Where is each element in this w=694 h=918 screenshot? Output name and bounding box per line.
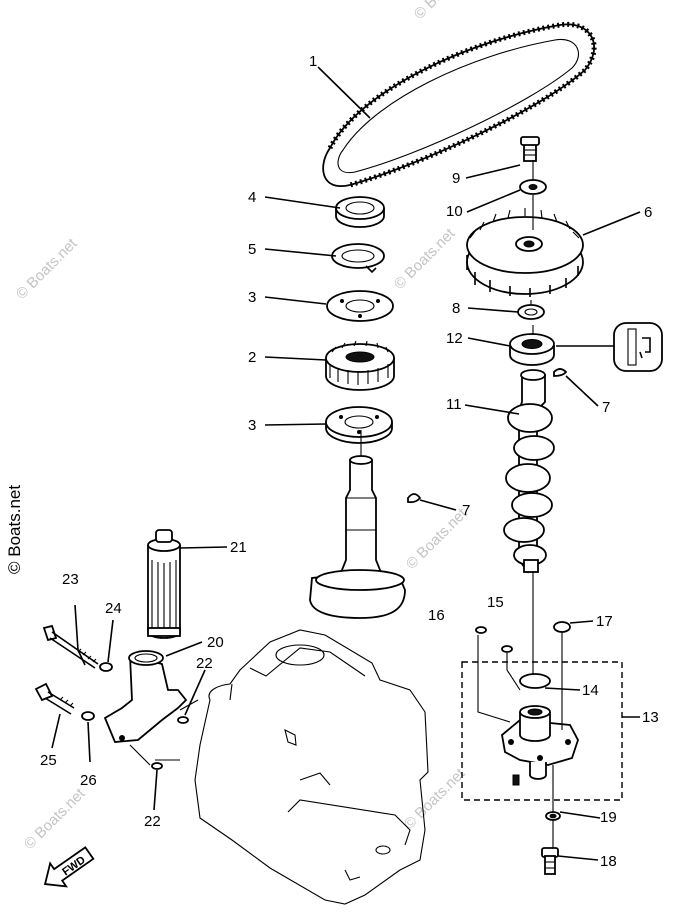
oil-pipe-20 — [103, 650, 188, 743]
callout-3-lower: 3 — [248, 417, 256, 434]
crankcase-housing — [194, 629, 429, 905]
callout-10: 10 — [446, 203, 463, 220]
watermark-5: © Boats.net — [401, 765, 469, 833]
callout-22-upper: 22 — [196, 655, 213, 672]
o-ring-16 — [475, 626, 487, 634]
plate-5 — [331, 243, 385, 274]
key-7-camshaft — [553, 368, 568, 377]
callout-18: 18 — [600, 853, 617, 870]
callout-12: 12 — [446, 330, 463, 347]
callout-26: 26 — [80, 772, 97, 789]
callout-4: 4 — [248, 189, 256, 206]
o-ring-14 — [519, 673, 551, 689]
bolt-18 — [541, 847, 559, 875]
callout-2: 2 — [248, 349, 256, 366]
timing-belt — [322, 21, 597, 188]
crankshaft — [309, 455, 406, 619]
callout-13: 13 — [642, 709, 659, 726]
leader-lines — [51, 66, 641, 861]
callout-24: 24 — [105, 600, 122, 617]
callout-19: 19 — [600, 809, 617, 826]
watermark-2: © Boats.net — [391, 225, 459, 293]
o-ring-22-lower — [151, 762, 163, 770]
bolt-9 — [520, 136, 540, 162]
bolt-25 — [34, 682, 75, 715]
callout-7-crankshaft: 7 — [462, 502, 470, 519]
plate-3-lower — [325, 406, 393, 444]
callout-21: 21 — [230, 539, 247, 556]
camshaft-pulley-6 — [466, 208, 584, 297]
callout-5: 5 — [248, 241, 256, 258]
oil-pump-body — [501, 705, 579, 786]
callout-3-upper: 3 — [248, 289, 256, 306]
callout-14: 14 — [582, 682, 599, 699]
o-ring-22-upper — [177, 716, 189, 724]
watermark-6: © Boats.net — [411, 0, 479, 23]
callout-7-camshaft: 7 — [602, 399, 610, 416]
watermark-1: © Boats.net — [13, 235, 81, 303]
callout-22-lower: 22 — [144, 813, 161, 830]
watermark-7: © Boats.net — [5, 485, 24, 574]
camshaft-11 — [503, 369, 555, 574]
callout-20: 20 — [207, 634, 224, 651]
callout-23: 23 — [62, 571, 79, 588]
callout-8: 8 — [452, 300, 460, 317]
washer-8 — [517, 304, 545, 320]
washer-24 — [99, 662, 113, 672]
washer-26 — [81, 711, 95, 721]
callout-6: 6 — [644, 204, 652, 221]
callout-1: 1 — [309, 53, 317, 70]
callout-16: 16 — [428, 607, 445, 624]
callout-numbers: 1 4 5 3 2 3 9 10 6 8 12 11 7 7 21 16 15 … — [40, 53, 659, 870]
callout-9: 9 — [452, 170, 460, 187]
callout-15: 15 — [487, 594, 504, 611]
fwd-arrow-icon: FWD — [43, 846, 95, 888]
o-ring-17 — [553, 621, 571, 633]
callout-11: 11 — [446, 396, 462, 413]
callout-25: 25 — [40, 752, 57, 769]
watermark-4: © Boats.net — [21, 785, 89, 853]
callout-17: 17 — [596, 613, 613, 630]
watermark-3: © Boats.net — [403, 505, 471, 573]
oil-pump-assembly-box — [461, 661, 623, 801]
oil-seal-12 — [509, 333, 555, 366]
seal-detail-inset — [613, 322, 663, 372]
oil-strainer-21 — [147, 529, 181, 639]
key-7-crankshaft — [407, 493, 422, 504]
gear-2 — [325, 340, 395, 391]
o-ring-15 — [501, 645, 513, 653]
washer-10 — [519, 179, 547, 195]
plate-3-upper — [326, 290, 394, 322]
oil-seal-4 — [335, 196, 385, 228]
bolt-23 — [42, 624, 99, 669]
